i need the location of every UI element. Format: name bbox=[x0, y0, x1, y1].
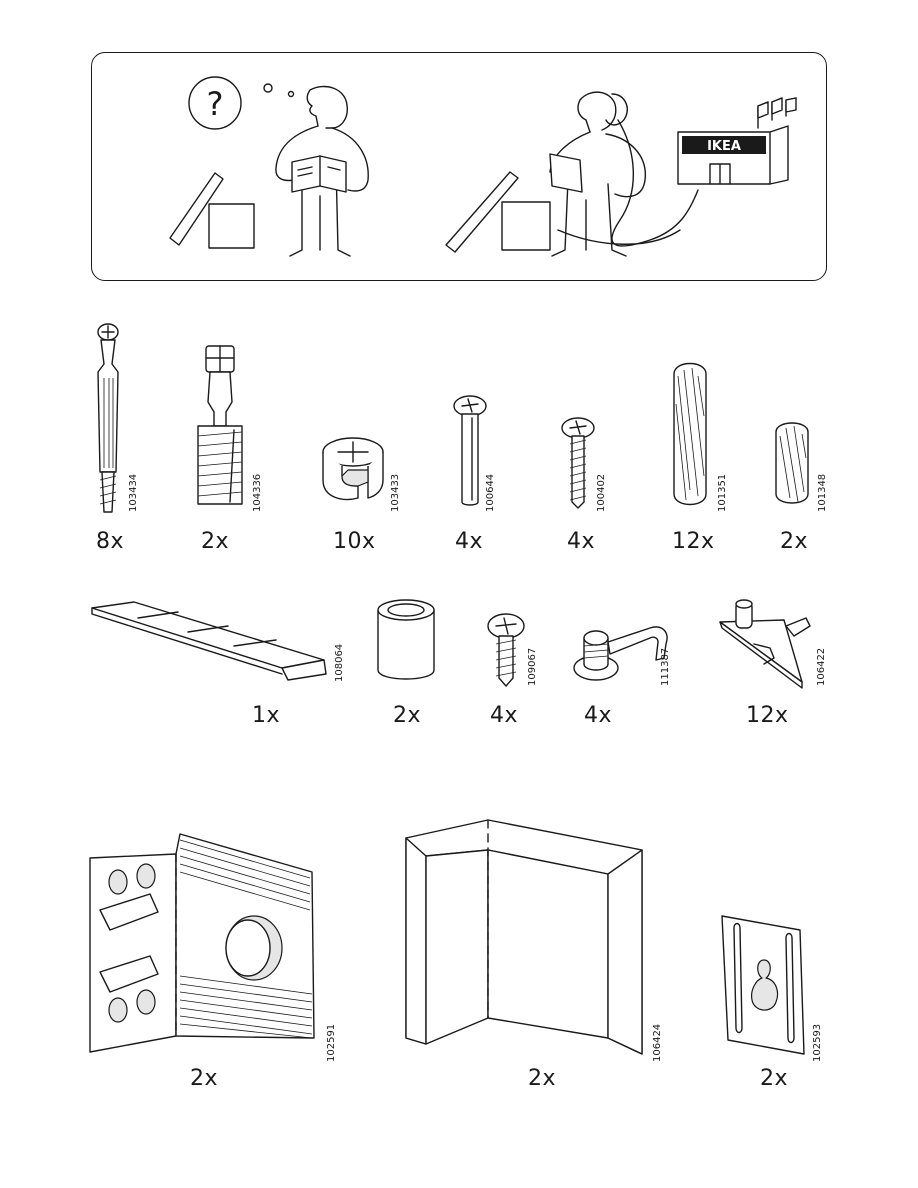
part-number: 102593 bbox=[812, 1023, 823, 1062]
part-icon-long-screw bbox=[453, 395, 487, 506]
part-icon-shelf-support bbox=[719, 599, 811, 689]
call-ikea-illustration: IKEA bbox=[445, 91, 797, 257]
part-icon-cam-dowel bbox=[197, 345, 243, 505]
part-icon-angle-bracket bbox=[89, 833, 315, 1053]
part-icon-cam-bolt bbox=[97, 323, 119, 513]
part-number: 111387 bbox=[660, 647, 671, 686]
part-number: 101351 bbox=[717, 473, 728, 512]
part-quantity: 2x bbox=[760, 1066, 789, 1091]
part-icon-cam-lock bbox=[322, 437, 384, 501]
part-quantity: 12x bbox=[672, 529, 715, 554]
question-mark: ? bbox=[207, 85, 224, 123]
part-quantity: 12x bbox=[746, 703, 789, 728]
part-number: 109067 bbox=[527, 647, 538, 686]
part-icon-small-screw bbox=[487, 613, 525, 687]
store-sign-text: IKEA bbox=[707, 139, 741, 154]
part-number: 108064 bbox=[334, 643, 345, 682]
part-number: 103433 bbox=[390, 473, 401, 512]
part-quantity: 2x bbox=[528, 1066, 557, 1091]
part-icon-cable-clip bbox=[573, 626, 668, 681]
part-number: 100402 bbox=[596, 473, 607, 512]
part-icon-corner-block bbox=[405, 819, 643, 1055]
part-number: 104336 bbox=[252, 473, 263, 512]
part-number: 102591 bbox=[326, 1023, 337, 1062]
part-icon-felt-strip bbox=[91, 601, 327, 681]
confused-person-illustration: ? bbox=[169, 76, 369, 257]
part-number: 103434 bbox=[128, 473, 139, 512]
part-quantity: 2x bbox=[780, 529, 809, 554]
part-number: 101348 bbox=[817, 473, 828, 512]
part-icon-spacer-tube bbox=[377, 599, 435, 680]
part-icon-short-dowel bbox=[775, 422, 809, 504]
part-icon-long-dowel bbox=[673, 362, 707, 506]
part-number: 106424 bbox=[652, 1023, 663, 1062]
part-quantity: 2x bbox=[393, 703, 422, 728]
part-icon-keyhole-plate bbox=[721, 915, 805, 1055]
part-number: 106422 bbox=[816, 647, 827, 686]
part-quantity: 4x bbox=[455, 529, 484, 554]
part-quantity: 8x bbox=[96, 529, 125, 554]
part-quantity: 4x bbox=[584, 703, 613, 728]
part-icon-short-screw bbox=[561, 417, 595, 509]
part-quantity: 4x bbox=[567, 529, 596, 554]
part-number: 100644 bbox=[485, 473, 496, 512]
thought-bubble bbox=[188, 76, 242, 130]
part-quantity: 10x bbox=[333, 529, 376, 554]
part-quantity: 1x bbox=[252, 703, 281, 728]
part-quantity: 4x bbox=[490, 703, 519, 728]
part-quantity: 2x bbox=[201, 529, 230, 554]
part-quantity: 2x bbox=[190, 1066, 219, 1091]
help-panel bbox=[91, 52, 827, 281]
